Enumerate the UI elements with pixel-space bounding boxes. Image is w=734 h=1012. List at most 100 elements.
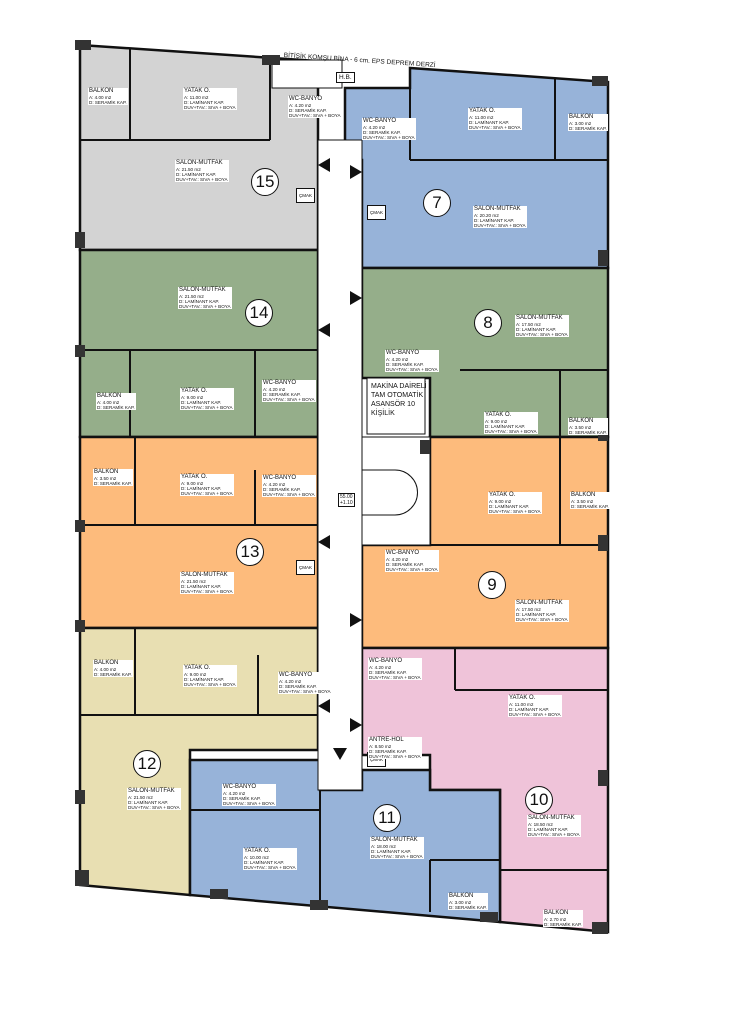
room-walls: DUV+TAV.: SIVA + BOYA — [279, 689, 331, 694]
room-name: SALON-MUTFAK — [371, 837, 423, 844]
room-floor: D: SERAMİK KAP. — [571, 504, 609, 509]
room-area: A: 21.50 m2 — [179, 294, 204, 299]
room-name: YATAK O. — [469, 108, 521, 115]
unit-number-badge: 15 — [251, 168, 279, 196]
core — [271, 59, 431, 791]
room-area: A: 9.00 m2 — [184, 672, 207, 677]
room-name: BALKON — [569, 418, 607, 425]
room-area: A: 3.50 m2 — [94, 476, 117, 481]
room-floor: D: LAMİNANT KAP. — [371, 849, 412, 854]
room-floor: D: LAMİNANT KAP. — [485, 424, 526, 429]
room-floor: D: SERAMİK KAP. — [369, 670, 407, 675]
room-floor: D: SERAMİK KAP. — [89, 100, 127, 105]
unit-number-badge: 11 — [373, 804, 401, 832]
room-walls: DUV+TAV.: SIVA + BOYA — [184, 682, 236, 687]
room-walls: DUV+TAV.: SIVA + BOYA — [128, 805, 180, 810]
room-walls: DUV+TAV.: SIVA + BOYA — [363, 135, 415, 140]
room-area: A: 8.50 m2 — [369, 744, 392, 749]
shaft-hb — [271, 59, 343, 89]
room-name: YATAK O. — [485, 412, 537, 419]
room-area: A: 9.00 m2 — [181, 481, 204, 486]
shaft-label: H.B. — [336, 72, 355, 83]
room-area: A: 4.00 m2 — [94, 667, 117, 672]
room-area: A: 4.00 m2 — [89, 95, 112, 100]
room-area: A: 10.00 m2 — [244, 855, 269, 860]
room-floor: D: LAMİNANT KAP. — [181, 400, 222, 405]
room-name: BALKON — [94, 660, 132, 667]
unit-number-badge: 12 — [133, 750, 161, 778]
unit-number-badge: 13 — [236, 538, 264, 566]
room-name: SALON-MUTFAK — [516, 600, 568, 607]
room-walls: DUV+TAV.: SIVA + BOYA — [223, 801, 275, 806]
room-area: A: 4.20 m2 — [386, 357, 409, 362]
unit-7-area — [343, 66, 610, 270]
room-floor: D: SERAMİK KAP. — [369, 749, 407, 754]
room-name: BALKON — [94, 469, 132, 476]
elevator-label: MAKİNA DAİRELİ TAM OTOMATİK ASANSÖR 10 K… — [371, 383, 427, 417]
washer-13: ÇMAK — [296, 560, 316, 575]
room-name: BALKON — [97, 393, 135, 400]
room-area: A: 4.20 m2 — [279, 679, 302, 684]
washer-15: ÇMAK — [296, 188, 316, 203]
room-walls: DUV+TAV.: SIVA + BOYA — [485, 429, 537, 434]
room-floor: D: SERAMİK KAP. — [223, 796, 261, 801]
room-name: YATAK O. — [184, 665, 236, 672]
unit-13-area — [78, 435, 320, 630]
room-name: YATAK O. — [509, 695, 561, 702]
room-area: A: 4.20 m2 — [369, 665, 392, 670]
room-floor: D: LAMİNANT KAP. — [489, 504, 530, 509]
room-area: A: 4.20 m2 — [223, 791, 246, 796]
room-area: A: 11.00 m2 — [469, 115, 494, 120]
room-name: SALON-MUTFAK — [528, 815, 580, 822]
room-name: WC-BANYO — [279, 672, 331, 679]
room-area: A: 4.20 m2 — [263, 482, 286, 487]
room-floor: D: LAMİNANT KAP. — [181, 584, 222, 589]
room-name: YATAK O. — [181, 388, 233, 395]
room-name: SALON-MUTFAK — [179, 287, 231, 294]
room-area: A: 18.50 m2 — [528, 822, 553, 827]
room-area: A: 21.50 m2 — [128, 795, 153, 800]
room-area: A: 21.50 m2 — [176, 167, 201, 172]
room-floor: D: LAMİNANT KAP. — [474, 218, 515, 223]
room-area: A: 11.00 m2 — [184, 95, 209, 100]
room-floor: D: SERAMİK KAP. — [363, 130, 401, 135]
room-walls: DUV+TAV.: SIVA + BOYA — [386, 567, 438, 572]
room-area: A: 9.00 m2 — [489, 499, 512, 504]
room-floor: D: SERAMİK KAP. — [94, 672, 132, 677]
room-floor: D: SERAMİK KAP. — [569, 126, 607, 131]
room-floor: D: LAMİNANT KAP. — [516, 327, 557, 332]
elevator-shaft — [366, 377, 426, 435]
entry-doors — [318, 158, 362, 760]
level-offset: +1.10 — [340, 500, 353, 506]
room-name: WC-BANYO — [263, 380, 315, 387]
room-name: BALKON — [544, 910, 582, 917]
room-area: A: 9.00 m2 — [485, 419, 508, 424]
room-area: A: 18.00 m2 — [371, 844, 396, 849]
room-floor: D: SERAMİK KAP. — [263, 392, 301, 397]
room-name: YATAK O. — [244, 848, 296, 855]
room-floor: D: LAMİNANT KAP. — [528, 827, 569, 832]
room-name: ANTRE-HOL — [369, 737, 421, 744]
